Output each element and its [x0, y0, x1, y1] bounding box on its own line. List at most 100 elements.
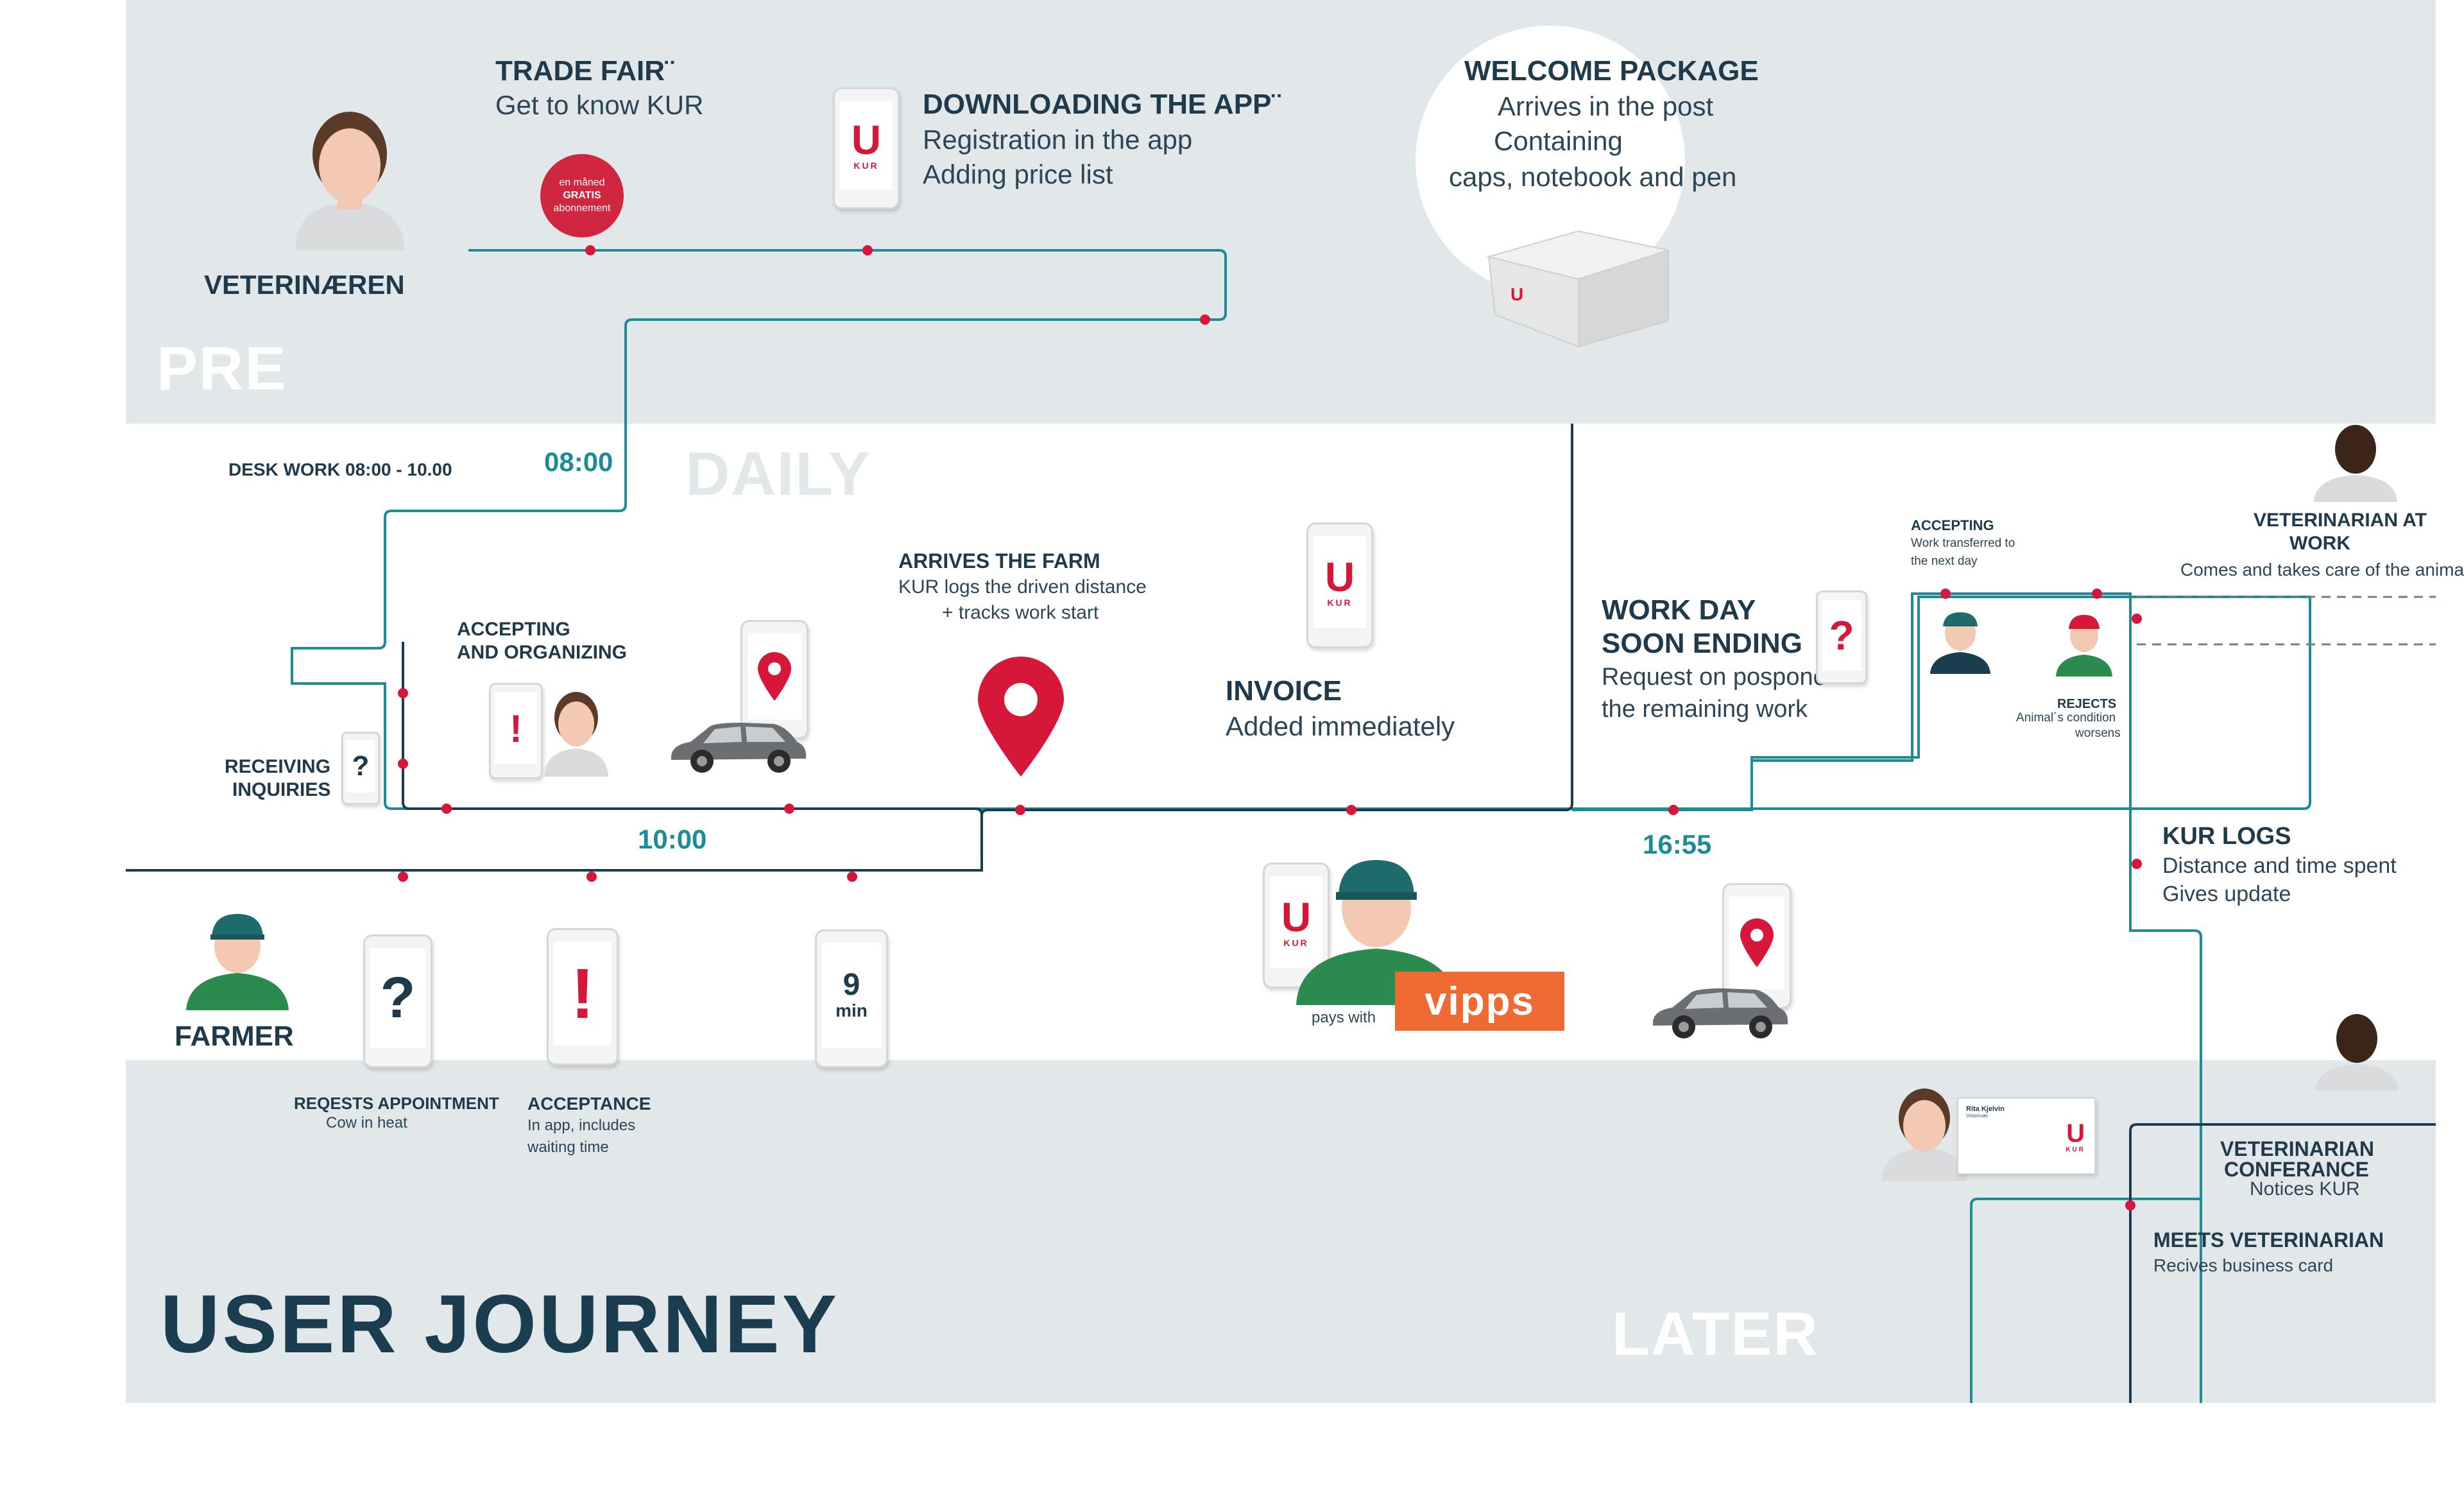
welcome-line-1: Arrives in the post	[1498, 91, 1714, 121]
trade-fair-text: Get to know KUR	[495, 90, 704, 120]
map-pin-icon	[1740, 918, 1774, 967]
veterinarian-avatar	[276, 96, 424, 250]
accepting-small-line-1: Work transferred to	[1911, 537, 2015, 550]
badge-line-3: abonnement	[553, 203, 611, 214]
arrives-title: ARRIVES THE FARM	[898, 549, 1100, 572]
workday-title-2: SOON ENDING	[1602, 628, 1802, 659]
svg-text:U: U	[1510, 284, 1523, 304]
acceptance-title: ACCEPTANCE	[527, 1094, 651, 1114]
rejects-title: REJECTS	[2057, 697, 2117, 711]
phone-wait-time: 9 min	[815, 929, 888, 1068]
vipps-logo: vipps	[1395, 972, 1564, 1031]
kur-logs-title: KUR LOGS	[2162, 823, 2291, 850]
phone-question-workday: ?	[1816, 590, 1867, 684]
badge-line-1: en måned	[559, 177, 605, 188]
card-name: Rita Kjelvin	[1966, 1105, 2005, 1113]
question-mark: ?	[380, 965, 416, 1030]
vet-dark-avatar-top	[2307, 418, 2404, 502]
car-icon-afternoon	[1647, 979, 1792, 1044]
section-label-later: LATER	[1612, 1300, 1819, 1368]
phone-exclamation-acceptance: !	[547, 928, 619, 1065]
kur-logo-letter: U	[1281, 894, 1312, 940]
download-line-1: Registration in the app	[923, 125, 1193, 155]
kur-logs-line-1: Distance and time spent	[2162, 854, 2397, 878]
receiving-label-2: INQUIRIES	[232, 779, 331, 800]
kur-logo-word: KUR	[2066, 1146, 2085, 1153]
kur-logo-word: KUR	[1327, 598, 1353, 608]
kur-logs-line-2: Gives update	[2162, 882, 2291, 906]
actor-label-veterinarian: VETERINÆREN	[204, 270, 405, 300]
accepting-small-title: ACCEPTING	[1911, 517, 1994, 533]
farmer-avatar	[180, 901, 295, 1010]
wait-number: 9	[843, 968, 860, 1002]
vet-red-cap-avatar	[2052, 606, 2116, 676]
exclamation-mark: !	[509, 707, 522, 750]
kur-logo-word: KUR	[1283, 938, 1309, 948]
accepting-label-1: ACCEPTING	[457, 619, 570, 640]
vet-at-work-title-2: WORK	[2289, 533, 2350, 554]
acceptance-line-2: waiting time	[527, 1139, 609, 1156]
page-title: USER JOURNEY	[160, 1278, 839, 1370]
vipps-logo-text: vipps	[1425, 979, 1535, 1024]
section-label-daily: DAILY	[685, 440, 871, 508]
vet-dark-avatar-bottom	[2309, 1008, 2405, 1091]
kur-logo-word: KUR	[853, 160, 879, 171]
rejects-line-1: Animal´s condition	[2016, 711, 2116, 725]
phone-exclamation-accepting: !	[489, 683, 543, 779]
kur-logo-letter: U	[851, 117, 882, 163]
conference-title-1: VETERINARIAN	[2220, 1137, 2375, 1160]
actor-label-farmer: FARMER	[175, 1020, 294, 1052]
conference-title-2: CONFERANCE	[2224, 1158, 2369, 1181]
phone-map-afternoon	[1722, 883, 1792, 1009]
wait-unit: min	[835, 1001, 868, 1020]
badge-line-2: GRATIS	[563, 190, 601, 201]
package-box-icon: U	[1482, 218, 1675, 353]
free-month-badge: en måned GRATIS abonnement	[540, 154, 624, 237]
kur-logo-letter: U	[2066, 1119, 2085, 1148]
section-label-pre: PRE	[157, 334, 287, 403]
conference-text: Notices KUR	[2250, 1178, 2360, 1200]
vet-at-work-text: Comes and takes care of the animal	[2180, 560, 2464, 580]
acceptance-line-1: In app, includes	[527, 1117, 636, 1134]
large-map-pin-icon	[974, 656, 1068, 778]
download-line-2: Adding price list	[923, 159, 1113, 189]
map-pin-icon	[758, 652, 791, 701]
time-1655: 16:55	[1643, 829, 1712, 859]
request-title: REQESTS APPOINTMENT	[294, 1094, 499, 1113]
welcome-line-3: caps, notebook and pen	[1449, 162, 1737, 192]
desk-work-label: DESK WORK 08:00 - 10.00	[228, 460, 452, 479]
trade-fair-title: TRADE FAIR¨	[495, 55, 674, 87]
question-mark: ?	[1829, 612, 1854, 658]
car-icon-morning	[665, 714, 810, 778]
download-title: DOWNLOADING THE APP¨	[923, 89, 1281, 120]
time-0800: 08:00	[544, 447, 613, 477]
vet-at-work-title-1: VETERINARIAN AT	[2254, 510, 2427, 531]
invoice-text: Added immediately	[1226, 711, 1455, 741]
receiving-label-1: RECEIVING	[225, 756, 331, 777]
arrives-line-2: + tracks work start	[942, 602, 1099, 623]
pays-with-label: pays with	[1312, 1009, 1376, 1026]
farmer-small-avatar	[1925, 603, 1996, 674]
workday-line-1: Request on pospone	[1602, 664, 1827, 691]
request-text: Cow in heat	[326, 1114, 407, 1132]
kur-logo-letter: U	[1324, 554, 1355, 600]
vet-later-avatar	[1876, 1078, 1972, 1181]
pre-band	[126, 0, 2436, 424]
card-role: Veterinær	[1966, 1113, 1989, 1119]
meets-text: Recives business card	[2153, 1255, 2334, 1275]
accepting-label-2: AND ORGANIZING	[457, 642, 627, 663]
rejects-line-2: worsens	[2075, 727, 2121, 740]
time-1000: 10:00	[638, 824, 707, 854]
accepting-small-line-2: the next day	[1911, 555, 1978, 568]
phone-map-arrive	[740, 620, 809, 739]
vet-small-avatar	[538, 680, 615, 777]
phone-question-request: ?	[363, 934, 432, 1068]
